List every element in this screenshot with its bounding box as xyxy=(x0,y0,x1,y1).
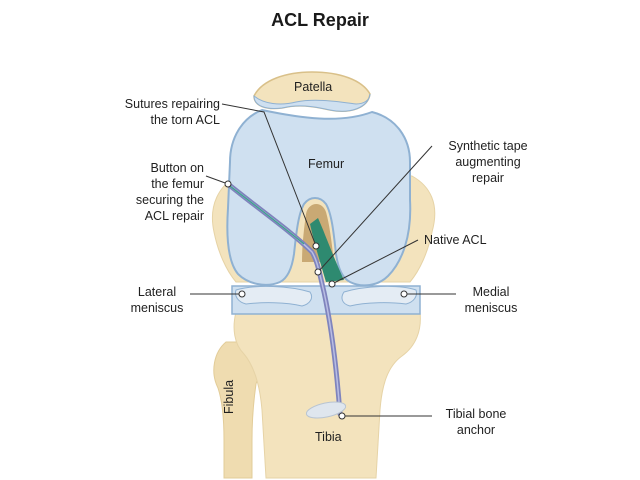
native-acl-dot xyxy=(328,280,336,288)
native-acl-callout: Native ACL xyxy=(424,233,487,247)
synthetic-tape-callout-line xyxy=(317,145,433,273)
medial-meniscus-shape xyxy=(341,285,417,307)
patella-label: Patella xyxy=(294,80,333,94)
sutures-callout: Sutures repairing the torn ACL xyxy=(124,97,220,127)
medial-meniscus-callout: Medial meniscus xyxy=(464,285,518,315)
lateral-meniscus-shape xyxy=(235,285,313,307)
lateral-meniscus-dot xyxy=(238,290,246,298)
button-callout: Button on the femur securing the ACL rep… xyxy=(135,161,204,223)
femur-label: Femur xyxy=(308,157,345,171)
sutures-dot xyxy=(312,242,320,250)
tibial-anchor-callout: Tibial bone anchor xyxy=(445,407,507,437)
femur-condyles xyxy=(226,108,412,287)
sutures-callout-line xyxy=(221,103,317,247)
synthetic-tape-dot xyxy=(314,268,322,276)
button-callout-line xyxy=(205,175,229,185)
native-acl-callout-line xyxy=(331,239,419,285)
tibia-label: Tibia xyxy=(315,430,342,444)
tibial-anchor-dot xyxy=(338,412,346,420)
button-dot xyxy=(224,180,232,188)
diagram-title: ACL Repair xyxy=(271,10,369,30)
tibial-anchor-shape xyxy=(305,401,347,419)
lateral-meniscus-callout: Lateral meniscus xyxy=(130,285,184,315)
patella-cartilage xyxy=(253,93,371,112)
fibula-label: Fibula xyxy=(222,379,236,414)
synthetic-tape-callout: Synthetic tape augmenting repair xyxy=(448,139,528,185)
medial-meniscus-dot xyxy=(400,290,408,298)
suture-thread xyxy=(229,185,305,245)
tibia-bone xyxy=(233,311,421,479)
native-acl-ligament xyxy=(310,218,344,282)
